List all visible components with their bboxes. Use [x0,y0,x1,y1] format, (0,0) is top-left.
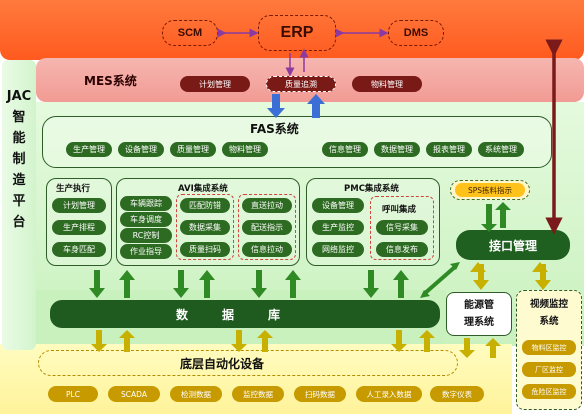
energy-line: 理系统 [464,317,494,328]
jac-platform-label: JAC 智 能 制 造 平 台 [2,86,36,233]
avi-col2-frame [176,194,234,260]
avi-item-quality-scan[interactable]: 质量扫码 [180,242,230,257]
pmc-item-net-monitor[interactable]: 网络监控 [312,242,364,257]
jac-line: 能 [12,131,26,146]
avi-item-direct-pull[interactable]: 直送拉动 [242,198,292,213]
avi-col3-frame [238,194,296,260]
fas-item-system[interactable]: 系统管理 [478,142,524,157]
fas-item-equipment[interactable]: 设备管理 [118,142,164,157]
video-item-plant-area[interactable]: 厂区监控 [522,362,576,377]
erp-node[interactable]: ERP [258,15,336,51]
dms-node[interactable]: DMS [388,20,444,46]
energy-management-box[interactable]: 能源管 理系统 [446,292,512,336]
scm-node[interactable]: SCM [162,20,218,46]
fas-item-report[interactable]: 报表管理 [426,142,472,157]
sps-picking-indicator[interactable]: SPS拣料指示 [455,183,525,197]
jac-line: 台 [12,215,26,230]
pmc-item-prod-monitor[interactable]: 生产监控 [312,220,364,235]
device-plc[interactable]: PLC [48,386,98,402]
jac-platform-column [2,60,36,350]
device-monitor-data[interactable]: 监控数据 [232,386,284,402]
mes-item-material[interactable]: 物料管理 [352,76,422,92]
fas-item-material[interactable]: 物料管理 [222,142,268,157]
automation-title: 底层自动化设备 [180,357,265,371]
pmc-title: PMC集成系统 [344,184,399,194]
jac-line: JAC [6,89,32,104]
production-exec-title: 生产执行 [56,184,91,194]
fas-item-data[interactable]: 数据管理 [374,142,420,157]
avi-item-delivery[interactable]: 配送指示 [242,220,292,235]
pmc-item-publish[interactable]: 信息发布 [376,242,428,257]
avi-item-rc[interactable]: RC控制 [120,228,172,243]
pmc-item-signal[interactable]: 信号采集 [376,220,428,235]
fas-title: FAS系统 [250,122,299,136]
automation-title-frame [38,350,458,376]
automation-area [0,344,512,414]
avi-item-matching[interactable]: 匹配防错 [180,198,230,213]
avi-item-info-pull[interactable]: 信息拉动 [242,242,292,257]
avi-title: AVI集成系统 [178,184,228,194]
fas-item-production[interactable]: 生产管理 [66,142,112,157]
fas-item-info[interactable]: 信息管理 [322,142,368,157]
call-integration-frame [370,196,434,260]
pmc-item-equipment[interactable]: 设备管理 [312,198,364,213]
pe-item-plan[interactable]: 计划管理 [52,198,106,213]
mes-title: MES系统 [84,74,137,88]
database-bar[interactable]: 数据库 [50,300,440,328]
avi-item-data-collect[interactable]: 数据采集 [180,220,230,235]
interface-management[interactable]: 接口管理 [456,230,570,260]
video-monitor-title: 视频监控 系统 [516,296,582,330]
mes-item-quality-trace[interactable]: 质量追溯 [266,76,336,92]
pe-item-schedule[interactable]: 生产排程 [52,220,106,235]
jac-line: 智 [12,110,26,125]
device-scada[interactable]: SCADA [108,386,160,402]
video-line: 系统 [539,316,559,327]
device-scan-data[interactable]: 扫码数据 [294,386,346,402]
jac-line: 平 [12,194,26,209]
jac-line: 造 [12,173,26,188]
jac-line: 制 [12,152,26,167]
avi-item-tracking[interactable]: 车辆跟踪 [120,196,172,211]
mes-item-plan[interactable]: 计划管理 [180,76,250,92]
energy-line: 能源管 [464,300,494,311]
avi-item-dispatch[interactable]: 车身调度 [120,212,172,227]
call-integration-title: 呼叫集成 [382,205,417,215]
device-digital-meter[interactable]: 数字仪表 [430,386,484,402]
device-inspection-data[interactable]: 检测数据 [170,386,222,402]
avi-item-guide[interactable]: 作业指导 [120,244,172,259]
video-item-danger-area[interactable]: 危险区监控 [522,384,576,399]
pe-item-body-match[interactable]: 车身匹配 [52,242,106,257]
device-manual-entry[interactable]: 人工录入数据 [356,386,422,402]
video-line: 视频监控 [529,299,568,310]
video-item-material-area[interactable]: 物料区监控 [522,340,576,355]
fas-item-quality[interactable]: 质量管理 [170,142,216,157]
